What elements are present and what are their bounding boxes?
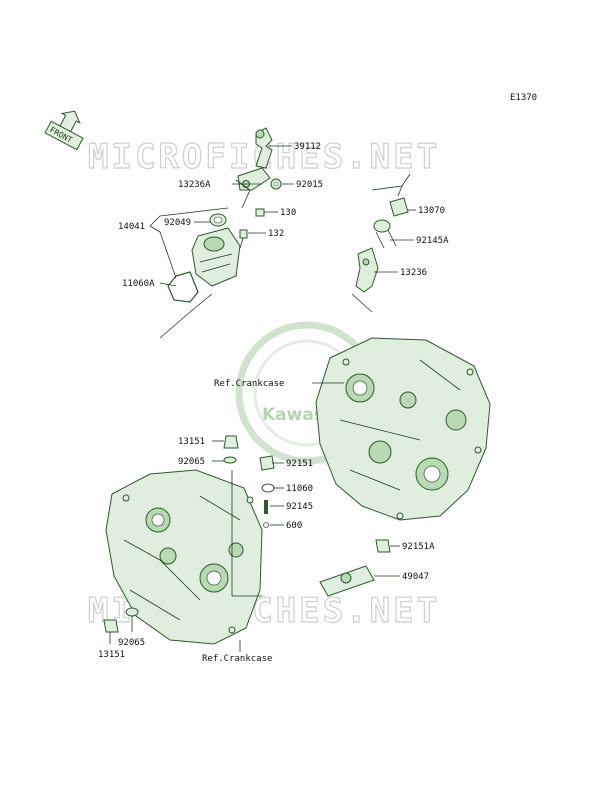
label-49047: 49047: [402, 572, 429, 582]
label-92065-lower: 92065: [118, 638, 145, 648]
label-39112: 39112: [294, 142, 321, 152]
label-600: 600: [286, 521, 302, 531]
shift-lever-group: [167, 127, 282, 303]
label-92065-upper: 92065: [178, 457, 205, 467]
label-13070: 13070: [418, 206, 445, 216]
label-ref-crankcase-lower: Ref.Crankcase: [202, 654, 272, 664]
label-92151A: 92151A: [402, 542, 435, 552]
part-labels: 39112 13236A 92015 130 14041 92049 132 1…: [98, 142, 449, 664]
label-11060: 11060: [286, 484, 313, 494]
label-92151: 92151: [286, 459, 313, 469]
label-132: 132: [268, 229, 284, 239]
label-13151-upper: 13151: [178, 437, 205, 447]
label-13236: 13236: [400, 268, 427, 278]
small-parts: [103, 435, 391, 633]
diagram-id: E1370: [510, 93, 537, 103]
label-130: 130: [280, 208, 296, 218]
label-11060A: 11060A: [122, 279, 155, 289]
left-crankcase: [105, 469, 263, 645]
label-ref-crankcase-upper: Ref.Crankcase: [214, 379, 284, 389]
front-arrow: FRONT: [44, 110, 84, 151]
label-92049: 92049: [164, 218, 191, 228]
label-92145A: 92145A: [416, 236, 449, 246]
label-92145: 92145: [286, 502, 313, 512]
right-crankcase: [315, 337, 491, 521]
label-92015: 92015: [296, 180, 323, 190]
label-13236A: 13236A: [178, 180, 211, 190]
label-14041: 14041: [118, 222, 145, 232]
leader-lines: [109, 145, 416, 652]
label-13151-lower: 13151: [98, 650, 125, 660]
shift-shaft-group: [355, 197, 409, 293]
